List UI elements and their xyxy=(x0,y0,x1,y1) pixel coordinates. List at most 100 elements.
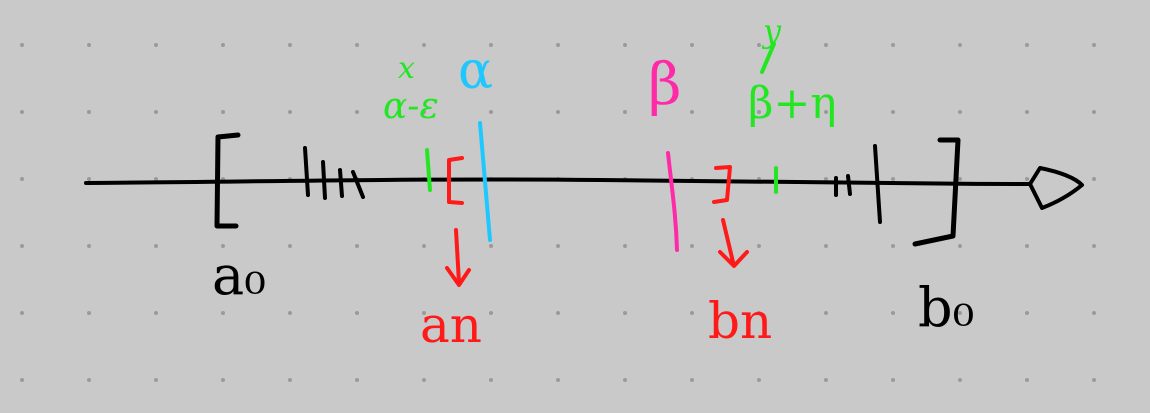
grid-dot xyxy=(690,244,694,248)
left-tick-marks xyxy=(303,146,365,200)
grid-dot xyxy=(690,378,694,382)
grid-dot xyxy=(1092,110,1096,114)
grid-dot xyxy=(757,244,761,248)
grid-dot xyxy=(422,311,426,315)
alpha-minus-epsilon-tick xyxy=(425,148,432,192)
grid-dot xyxy=(20,110,24,114)
grid-dot xyxy=(958,43,962,47)
grid-dot xyxy=(422,43,426,47)
grid-dot xyxy=(556,43,560,47)
grid-dot xyxy=(221,110,225,114)
grid-dot xyxy=(623,311,627,315)
grid-dot xyxy=(891,43,895,47)
label-an: an xyxy=(420,296,482,354)
grid-dot xyxy=(422,110,426,114)
grid-dot xyxy=(824,378,828,382)
grid-dot xyxy=(355,43,359,47)
grid-dot xyxy=(891,311,895,315)
grid-dot xyxy=(154,378,158,382)
grid-dot xyxy=(958,177,962,181)
an-bracket xyxy=(447,156,464,205)
grid-dot xyxy=(891,110,895,114)
a0-bracket xyxy=(214,132,241,229)
grid-dot xyxy=(20,43,24,47)
grid-dot xyxy=(87,378,91,382)
grid-dot xyxy=(20,244,24,248)
arrow-head-icon xyxy=(1028,166,1084,210)
grid-dot xyxy=(20,177,24,181)
grid-dot xyxy=(958,311,962,315)
grid-dot xyxy=(87,110,91,114)
grid-dot xyxy=(221,244,225,248)
grid-dot xyxy=(757,43,761,47)
bn-down-arrow xyxy=(718,218,749,268)
grid-dot xyxy=(891,244,895,248)
label-x: x xyxy=(398,51,415,86)
grid-dot xyxy=(489,244,493,248)
grid-dot xyxy=(154,244,158,248)
grid-dot xyxy=(1092,43,1096,47)
label-beta-plus-eta: β+η xyxy=(748,78,837,129)
grid-dot xyxy=(757,110,761,114)
grid-dot xyxy=(757,378,761,382)
grid-dot xyxy=(489,378,493,382)
grid-dot xyxy=(824,311,828,315)
grid-dot xyxy=(623,244,627,248)
grid-dot xyxy=(422,244,426,248)
grid-dot xyxy=(623,378,627,382)
grid-dot xyxy=(690,110,694,114)
grid-dot xyxy=(1025,177,1029,181)
grid-dot xyxy=(1092,177,1096,181)
grid-dot xyxy=(824,177,828,181)
label-alpha-minus-epsilon: α-ε xyxy=(383,86,439,127)
grid-dot xyxy=(1092,244,1096,248)
grid-dot xyxy=(1025,311,1029,315)
grid-dot xyxy=(288,311,292,315)
grid-dot xyxy=(1092,378,1096,382)
bn-bracket xyxy=(712,165,732,204)
grid-dot xyxy=(288,43,292,47)
grid-dot xyxy=(154,110,158,114)
beta-line xyxy=(666,151,679,252)
an-down-arrow xyxy=(445,228,471,287)
grid-dot xyxy=(1025,378,1029,382)
grid-dot xyxy=(757,311,761,315)
grid-dot xyxy=(1092,311,1096,315)
grid-dot xyxy=(891,378,895,382)
grid-dot xyxy=(556,311,560,315)
grid-dot xyxy=(154,311,158,315)
grid-dot xyxy=(489,43,493,47)
grid-dot xyxy=(1025,110,1029,114)
grid-dot xyxy=(154,43,158,47)
grid-dot xyxy=(221,43,225,47)
label-a0: a₀ xyxy=(212,244,266,307)
grid-dot xyxy=(422,378,426,382)
grid-dot xyxy=(355,311,359,315)
grid-dot xyxy=(958,244,962,248)
right-tick-marks xyxy=(834,144,882,224)
grid-dot xyxy=(824,244,828,248)
grid-dot xyxy=(288,244,292,248)
grid-dot xyxy=(690,43,694,47)
grid-dot xyxy=(489,110,493,114)
label-alpha: α xyxy=(458,41,493,101)
grid-dot xyxy=(154,177,158,181)
grid-dot xyxy=(87,177,91,181)
grid-dot xyxy=(891,177,895,181)
grid-dot xyxy=(288,378,292,382)
grid-dot xyxy=(556,110,560,114)
b0-bracket xyxy=(912,137,961,247)
grid-dot xyxy=(355,244,359,248)
grid-dot xyxy=(958,378,962,382)
label-beta: β xyxy=(648,50,682,118)
label-bn: bn xyxy=(708,292,772,350)
grid-dot xyxy=(958,110,962,114)
grid-dot xyxy=(623,43,627,47)
grid-dot xyxy=(623,110,627,114)
grid-dot xyxy=(355,110,359,114)
grid-dot xyxy=(489,311,493,315)
label-b0: b₀ xyxy=(918,276,974,339)
y-pointer-stroke xyxy=(760,42,776,74)
grid-dot xyxy=(1025,43,1029,47)
grid-dot xyxy=(556,244,560,248)
